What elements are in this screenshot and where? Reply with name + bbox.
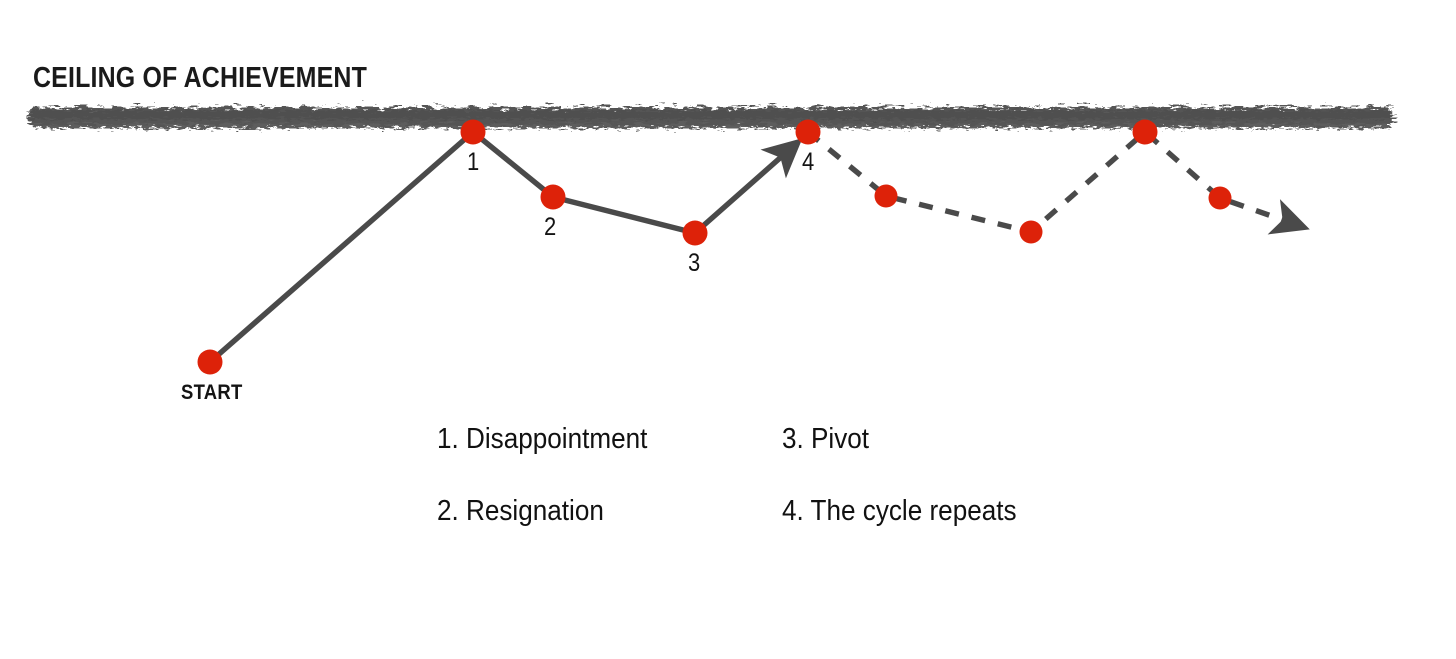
legend-row: 1. Disappointment 3. Pivot <box>437 423 1197 456</box>
node-repeat-1 <box>874 184 898 208</box>
node-label-1: 1 <box>467 148 480 176</box>
solid-trajectory <box>207 129 803 365</box>
node-label-2: 2 <box>544 213 557 241</box>
node-2 <box>540 184 566 210</box>
segment-3-to-4-pivot-arrow <box>692 138 803 236</box>
segment-2-to-3 <box>550 194 698 236</box>
node-label-4: 4 <box>802 148 815 176</box>
node-repeat-3 <box>1132 119 1158 145</box>
dashed-trajectory <box>806 129 1310 235</box>
start-label: START <box>181 381 243 404</box>
node-4 <box>795 119 821 145</box>
node-repeat-2 <box>1019 220 1043 244</box>
node-label-3: 3 <box>688 249 701 277</box>
legend-item-2-resignation: 2. Resignation <box>437 495 604 527</box>
legend-item-3-pivot: 3. Pivot <box>782 423 870 455</box>
legend-item-4-cycle-repeats: 4. The cycle repeats <box>782 495 1017 527</box>
ceiling-band <box>30 107 1392 128</box>
node-markers <box>197 119 1232 375</box>
legend-item-1-disappointment: 1. Disappointment <box>437 423 648 455</box>
ceiling-band-speckle <box>32 117 1390 128</box>
node-3 <box>682 220 708 246</box>
segment-start-to-1 <box>207 129 476 365</box>
ceiling-title: CEILING OF ACHIEVEMENT <box>33 62 368 94</box>
node-repeat-4 <box>1208 186 1232 210</box>
ceiling-band-top-grain <box>30 110 1392 119</box>
legend-row: 2. Resignation 4. The cycle repeats <box>437 495 1197 528</box>
node-1 <box>460 119 486 145</box>
dashed-repeat-cycle <box>806 129 1310 235</box>
segment-1-to-2 <box>470 129 556 200</box>
node-start <box>197 349 223 375</box>
legend: 1. Disappointment 3. Pivot 2. Resignatio… <box>437 423 1197 528</box>
